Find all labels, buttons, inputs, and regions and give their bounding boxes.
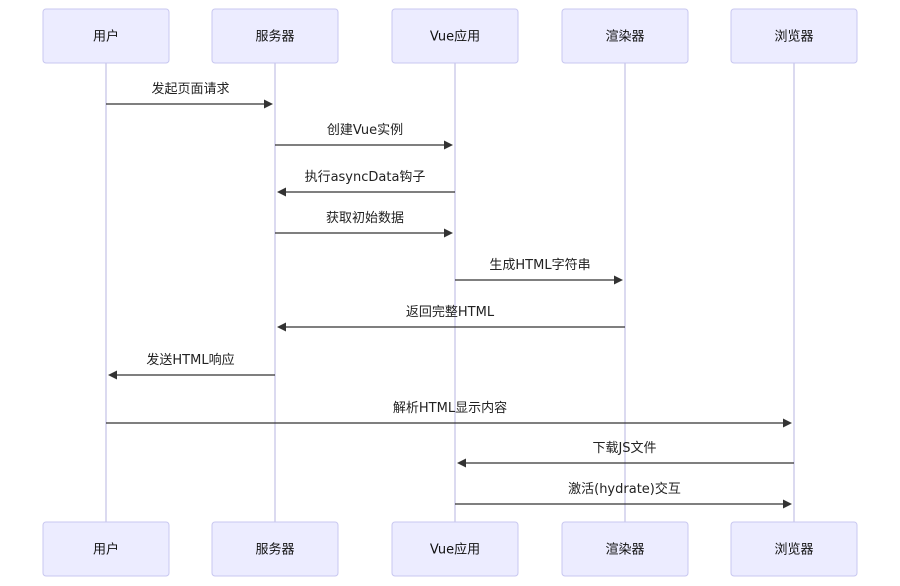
message-label: 获取初始数据 <box>326 211 404 226</box>
participant-label: 服务器 <box>255 29 294 45</box>
participant-browser-top: 浏览器 <box>730 8 858 64</box>
participant-label: 用户 <box>93 29 119 45</box>
message-2: 创建Vue实例 <box>275 123 453 150</box>
participant-box <box>42 521 170 577</box>
arrowhead <box>277 322 286 332</box>
participant-box <box>730 521 858 577</box>
participant-box <box>391 521 519 577</box>
message-3: 执行asyncData钩子 <box>277 170 455 197</box>
message-label: 解析HTML显示内容 <box>393 400 507 416</box>
participant-label: 浏览器 <box>774 29 813 45</box>
message-1: 发起页面请求 <box>106 81 273 109</box>
arrowhead <box>783 418 792 428</box>
participant-box <box>561 521 689 577</box>
message-label: 下载JS文件 <box>592 441 656 456</box>
participant-box <box>42 8 170 64</box>
participant-label: 服务器 <box>255 542 294 558</box>
participant-browser-bottom: 浏览器 <box>730 521 858 577</box>
message-6: 返回完整HTML <box>277 305 625 332</box>
participant-label: 渲染器 <box>605 30 644 45</box>
participant-server-top: 服务器 <box>211 8 339 64</box>
lifelines <box>105 63 795 522</box>
arrowhead <box>264 99 273 109</box>
message-label: 发送HTML响应 <box>146 352 234 368</box>
participant-box <box>730 8 858 64</box>
participant-label: Vue应用 <box>430 29 480 45</box>
message-8: 解析HTML显示内容 <box>106 400 792 428</box>
message-5: 生成HTML字符串 <box>455 257 623 285</box>
message-label: 生成HTML字符串 <box>489 257 590 273</box>
participant-user-bottom: 用户 <box>42 521 170 577</box>
message-label: 返回完整HTML <box>406 305 495 320</box>
participant-box <box>211 521 339 577</box>
arrowhead <box>614 275 623 285</box>
message-label: 执行asyncData钩子 <box>305 170 426 185</box>
participant-label: 用户 <box>93 542 119 558</box>
arrowhead <box>108 370 117 380</box>
message-7: 发送HTML响应 <box>108 352 275 380</box>
arrowhead <box>783 499 792 509</box>
participants-bottom: 用户 服务器 Vue应用 渲染器 浏览器 <box>42 521 858 577</box>
message-4: 获取初始数据 <box>275 211 453 238</box>
participant-box <box>561 8 689 64</box>
participant-box <box>391 8 519 64</box>
message-label: 创建Vue实例 <box>327 123 403 138</box>
message-10: 激活(hydrate)交互 <box>455 481 792 509</box>
participant-vue-top: Vue应用 <box>391 8 519 64</box>
participant-server-bottom: 服务器 <box>211 521 339 577</box>
participant-renderer-bottom: 渲染器 <box>561 521 689 577</box>
participant-label: Vue应用 <box>430 542 480 558</box>
participants-top: 用户 服务器 Vue应用 渲染器 浏览器 <box>42 8 858 64</box>
participant-user-top: 用户 <box>42 8 170 64</box>
message-label: 发起页面请求 <box>151 81 229 97</box>
message-label: 激活(hydrate)交互 <box>568 481 681 497</box>
messages: 发起页面请求创建Vue实例执行asyncData钩子获取初始数据生成HTML字符… <box>106 81 794 509</box>
arrowhead <box>444 228 453 238</box>
participant-label: 浏览器 <box>774 542 813 558</box>
participant-label: 渲染器 <box>605 543 644 558</box>
participant-box <box>211 8 339 64</box>
message-9: 下载JS文件 <box>457 441 794 468</box>
participant-vue-bottom: Vue应用 <box>391 521 519 577</box>
arrowhead <box>277 187 286 197</box>
arrowhead <box>457 458 466 468</box>
arrowhead <box>444 140 453 150</box>
participant-renderer-top: 渲染器 <box>561 8 689 64</box>
